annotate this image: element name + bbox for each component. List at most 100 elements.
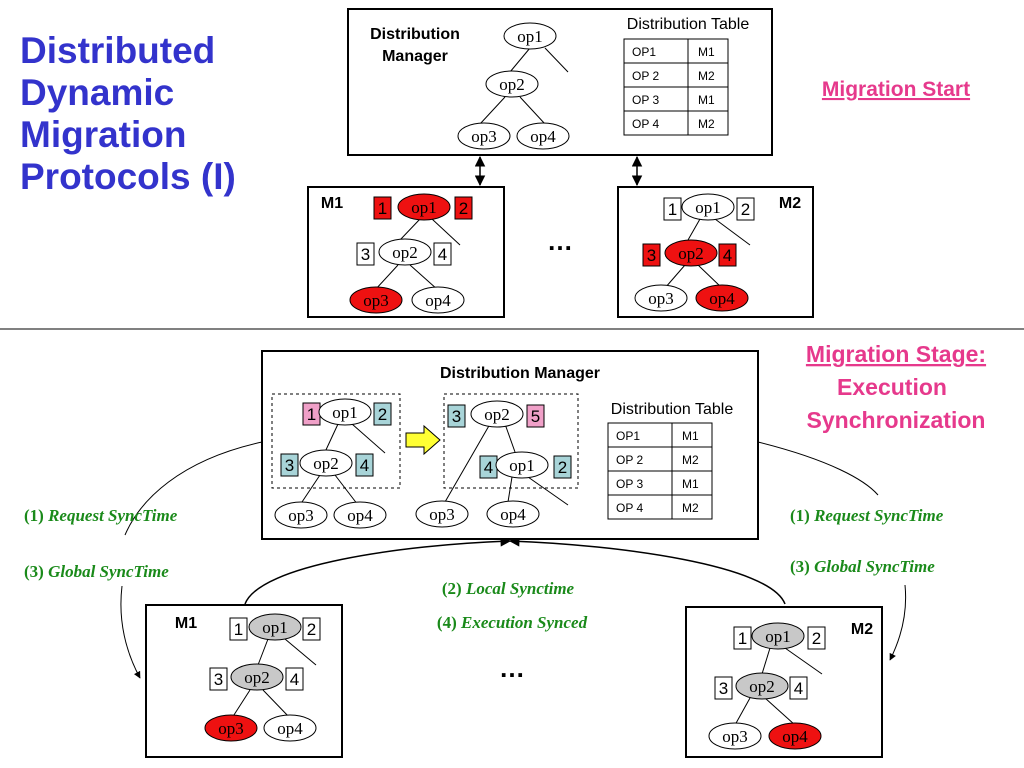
top-manager-op3-label: op3 xyxy=(471,127,497,146)
bottom-m1-box-4 xyxy=(285,667,304,691)
msg-execution-synced-text: Execution Synced xyxy=(460,613,588,632)
bottom-m1-op3-node xyxy=(204,714,258,742)
msg-local-synctime: (2) Local Synctime xyxy=(442,579,575,598)
bottom-m1-box-3 xyxy=(209,667,228,691)
bottom-stage-label-line3: Synchronization xyxy=(807,407,986,433)
bottom-m1-label: M1 xyxy=(175,615,197,632)
top-manager-op2-label: op2 xyxy=(499,75,525,94)
bottom-ellipsis: … xyxy=(499,653,525,683)
msg-right-request-text: Request SyncTime xyxy=(813,506,944,525)
bottom-m1-op2-label: op2 xyxy=(244,668,270,687)
bottom-stage-label-line2: Execution xyxy=(837,374,947,400)
top-m1-op3-label: op3 xyxy=(363,291,389,310)
top-m1-box-3 xyxy=(356,242,375,266)
bottom-right-box-5 xyxy=(526,404,545,428)
top-table-cell-2-1: M1 xyxy=(698,93,715,107)
bottom-right-box-4-label: 4 xyxy=(484,458,493,477)
bottom-m1-box-2-label: 2 xyxy=(307,620,316,639)
bottom-right-box-5-label: 5 xyxy=(531,407,540,426)
bottom-left-box-3-label: 3 xyxy=(285,456,294,475)
top-m2-box-1 xyxy=(663,197,682,221)
top-table-cell-1-1: M2 xyxy=(698,69,715,83)
title-line-4: Protocols (I) xyxy=(20,156,236,197)
bottom-left-box-2 xyxy=(373,402,392,426)
top-m1-op4-node xyxy=(411,286,465,314)
bottom-left-box-3 xyxy=(280,453,299,477)
arc-m2-local xyxy=(508,536,786,605)
bottom-table-title: Distribution Table xyxy=(611,401,734,418)
bottom-right-box-3-label: 3 xyxy=(452,407,461,426)
bottom-m2-box-4 xyxy=(789,676,808,700)
bottom-table-cell-1-0: OP 2 xyxy=(616,453,643,467)
top-m1-box-4 xyxy=(433,242,452,266)
msg-right-global-text: Global SyncTime xyxy=(814,557,935,576)
bottom-m2-op3-label: op3 xyxy=(722,727,748,746)
top-table-cell-3-0: OP 4 xyxy=(632,117,659,131)
top-m1-op2-label: op2 xyxy=(392,243,418,262)
bottom-table-cell-0-1: M1 xyxy=(682,429,699,443)
bottom-left-op3-node xyxy=(274,501,328,529)
top-m2-box-2 xyxy=(736,197,755,221)
bottom-left-op3-label: op3 xyxy=(288,506,314,525)
top-m1-machine: M1 1 op1 2 3 op2 4 op3 op4 xyxy=(307,186,505,318)
top-m2-op1-node xyxy=(681,193,735,221)
top-m1-op1-node xyxy=(397,193,451,221)
bottom-m2-box-4-label: 4 xyxy=(794,679,803,698)
bottom-m2-box-1-label: 1 xyxy=(738,629,747,648)
top-m2-box-3 xyxy=(642,243,661,267)
top-m2-op4-label: op4 xyxy=(709,289,735,308)
top-m2-box-1-label: 1 xyxy=(668,200,677,219)
top-m2-op3-node xyxy=(634,284,688,312)
bottom-manager-after-group xyxy=(443,393,579,489)
bottom-left-box-2-label: 2 xyxy=(378,405,387,424)
bottom-left-box-4 xyxy=(355,453,374,477)
msg-right-global: (3) Global SyncTime xyxy=(790,557,935,576)
top-m2-box-2-label: 2 xyxy=(741,200,750,219)
bottom-m1-op1-node xyxy=(248,613,302,641)
bottom-manager-label: Distribution Manager xyxy=(440,365,600,382)
top-m1-box-1-label: 1 xyxy=(378,199,387,218)
top-ellipsis: … xyxy=(547,226,573,256)
bottom-m2-box-1 xyxy=(733,626,752,650)
bottom-m2-op4-label: op4 xyxy=(782,727,808,746)
msg-execution-synced-num: (4) xyxy=(437,613,457,632)
msg-left-global: (3) Global SyncTime xyxy=(24,562,169,581)
top-manager-op3-node xyxy=(457,122,511,150)
top-m2-op3-label: op3 xyxy=(648,289,674,308)
msg-local-synctime-text: Local Synctime xyxy=(465,579,575,598)
bottom-table-cell-2-0: OP 3 xyxy=(616,477,643,491)
title-line-1: Distributed xyxy=(20,30,216,71)
top-m2-op1-label: op1 xyxy=(695,198,721,217)
bottom-right-op1-label: op1 xyxy=(509,456,535,475)
bottom-left-box-1-label: 1 xyxy=(307,405,316,424)
top-m1-box-4-label: 4 xyxy=(438,245,447,264)
bottom-m2-box-3-label: 3 xyxy=(719,679,728,698)
bottom-stage-label: Migration Stage: Execution Synchronizati… xyxy=(806,341,986,433)
top-manager-op4-label: op4 xyxy=(530,127,556,146)
bottom-manager-before-group xyxy=(271,393,401,489)
top-table-cell-0-1: M1 xyxy=(698,45,715,59)
bottom-table-cell-3-1: M2 xyxy=(682,501,699,515)
msg-right-global-num: (3) xyxy=(790,557,810,576)
bottom-left-op4-label: op4 xyxy=(347,506,373,525)
bottom-right-op3-label: op3 xyxy=(429,505,455,524)
top-manager-label-line2: Manager xyxy=(382,48,448,65)
bottom-m1-box-3-label: 3 xyxy=(214,670,223,689)
bottom-right-op1-node xyxy=(495,451,549,479)
msg-right-request-num: (1) xyxy=(790,506,810,525)
arc-left-request xyxy=(124,441,263,536)
top-m2-box-4 xyxy=(718,243,737,267)
bottom-table-cell-1-1: M2 xyxy=(682,453,699,467)
top-m1-op1-label: op1 xyxy=(411,198,437,217)
bottom-m1-box-1-label: 1 xyxy=(234,620,243,639)
title-line-2: Dynamic xyxy=(20,72,175,113)
bottom-left-op2-node xyxy=(299,449,353,477)
top-m2-box-4-label: 4 xyxy=(723,246,732,265)
bottom-m2-machine: M2 1 op1 2 3 op2 4 op3 op4 xyxy=(685,606,883,758)
bottom-table-cell-0-0: OP1 xyxy=(616,429,640,443)
bottom-m1-box-4-label: 4 xyxy=(290,670,299,689)
bottom-table-cell-3-0: OP 4 xyxy=(616,501,643,515)
msg-local-synctime-num: (2) xyxy=(442,579,462,598)
bottom-m1-op2-node xyxy=(230,663,284,691)
top-m1-op4-label: op4 xyxy=(425,291,451,310)
